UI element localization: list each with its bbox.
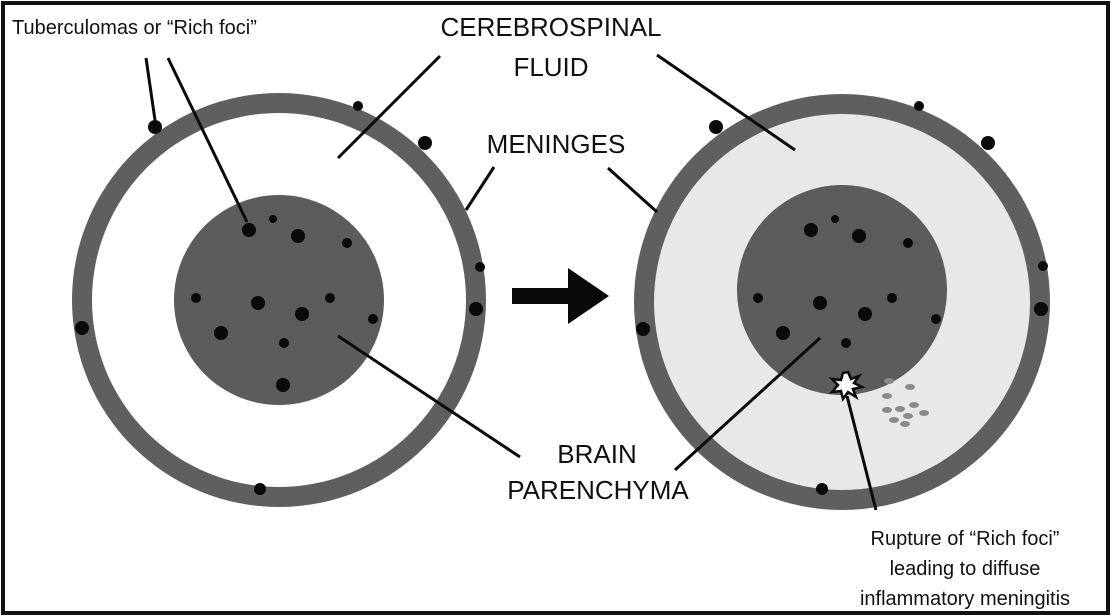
normal-state <box>72 93 486 507</box>
focus <box>981 136 995 150</box>
focus <box>887 293 897 303</box>
focus <box>75 321 89 335</box>
particle <box>895 406 905 412</box>
focus <box>931 314 941 324</box>
focus <box>276 378 290 392</box>
ruptured-state <box>634 94 1050 510</box>
focus <box>214 326 228 340</box>
focus <box>636 322 650 336</box>
focus <box>903 238 913 248</box>
focus <box>776 326 790 340</box>
focus <box>753 293 763 303</box>
label-brain-line1: BRAIN <box>557 439 636 469</box>
focus <box>914 101 924 111</box>
left-brain-parenchyma <box>174 195 384 405</box>
focus <box>353 101 363 111</box>
focus <box>242 223 256 237</box>
focus <box>251 296 265 310</box>
focus <box>148 120 162 134</box>
focus <box>831 215 839 223</box>
focus <box>813 296 827 310</box>
label-rupture-line1: Rupture of “Rich foci” <box>871 528 1060 550</box>
particle <box>884 378 894 384</box>
focus <box>418 136 432 150</box>
particle <box>882 393 892 399</box>
focus <box>291 229 305 243</box>
focus <box>325 293 335 303</box>
label-csf-line1: CEREBROSPINAL <box>440 12 661 42</box>
focus <box>269 215 277 223</box>
particle <box>889 417 899 423</box>
transition-arrow <box>512 268 609 324</box>
focus <box>841 338 851 348</box>
label-meninges: MENINGES <box>487 129 626 159</box>
leader-tuberculoma-to-meninges <box>146 58 155 120</box>
right-brain-parenchyma <box>737 185 947 395</box>
particle <box>903 413 913 419</box>
focus <box>342 238 352 248</box>
particle <box>900 421 910 427</box>
label-brain-line2: PARENCHYMA <box>507 475 689 505</box>
focus <box>469 302 483 316</box>
focus <box>804 223 818 237</box>
focus <box>254 483 266 495</box>
particle <box>909 402 919 408</box>
particle <box>905 384 915 390</box>
focus <box>858 307 872 321</box>
focus <box>1038 261 1048 271</box>
focus <box>816 483 828 495</box>
label-rupture-line2: leading to diffuse <box>890 558 1041 580</box>
label-rupture-line3: inflammatory meningitis <box>860 588 1070 610</box>
leader-meninges-left <box>466 167 494 210</box>
focus <box>295 307 309 321</box>
particle <box>919 410 929 416</box>
label-tuberculomas: Tuberculomas or “Rich foci” <box>12 17 257 39</box>
leader-meninges-right <box>608 168 657 212</box>
focus <box>191 293 201 303</box>
label-csf-line2: FLUID <box>513 52 588 82</box>
particle <box>882 407 892 413</box>
focus <box>852 229 866 243</box>
focus <box>1034 302 1048 316</box>
focus <box>279 338 289 348</box>
focus <box>475 262 485 272</box>
focus <box>368 314 378 324</box>
focus <box>709 120 723 134</box>
